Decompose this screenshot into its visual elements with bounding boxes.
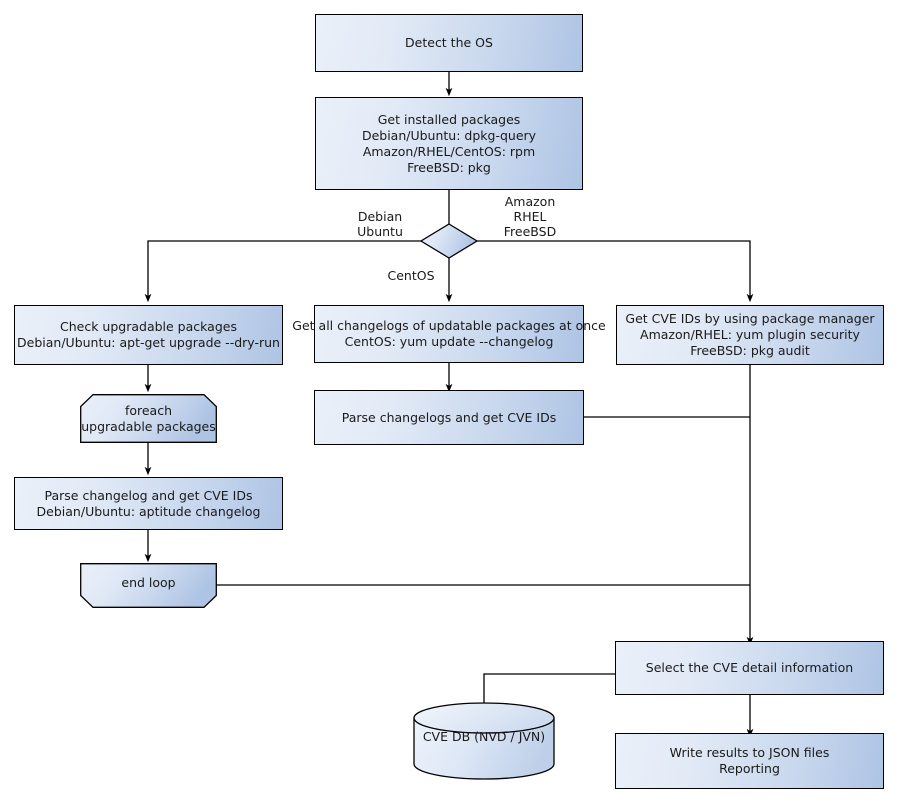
line-2: Debian/Ubuntu: dpkg-query bbox=[361, 127, 537, 143]
line-2: upgradable packages bbox=[81, 418, 216, 434]
foreach-lines: foreach upgradable packages bbox=[81, 403, 216, 435]
line-2: Debian/Ubuntu: aptitude changelog bbox=[36, 503, 261, 519]
line-2: Reporting bbox=[719, 761, 780, 776]
node-foreach-loop-start[interactable]: foreach upgradable packages bbox=[80, 394, 217, 443]
foreach-loop-shape bbox=[80, 394, 217, 443]
node-write-results-text: Write results to JSON files Reporting bbox=[668, 745, 832, 777]
node-foreach-loop-text: foreach upgradable packages bbox=[80, 394, 217, 443]
node-detect-the-os-label: Detect the OS bbox=[405, 35, 493, 50]
node-end-loop[interactable]: end loop bbox=[80, 563, 217, 608]
line-1: Check upgradable packages bbox=[60, 319, 237, 334]
line-2: CentOS: yum update --changelog bbox=[344, 334, 554, 349]
node-write-results-reporting[interactable]: Write results to JSON files Reporting bbox=[615, 733, 884, 789]
node-get-cve-ids-package-manager[interactable]: Get CVE IDs by using package manager Ama… bbox=[616, 305, 884, 365]
line-4: FreeBSD: pkg bbox=[407, 159, 491, 175]
line-2: Amazon/RHEL: yum plugin security bbox=[640, 327, 860, 342]
edge-label-centos: CentOS bbox=[387, 268, 435, 283]
node-select-cve-detail-label: Select the CVE detail information bbox=[645, 660, 854, 675]
node-parse-changelog-debian-text: Parse changelog and get CVE IDs Debian/U… bbox=[35, 488, 263, 520]
node-get-all-changelogs-text: Get all changelogs of updatable packages… bbox=[290, 318, 607, 350]
node-check-upgradable-packages[interactable]: Check upgradable packages Debian/Ubuntu:… bbox=[14, 305, 283, 365]
node-check-upgradable-packages-text: Check upgradable packages Debian/Ubuntu:… bbox=[15, 319, 282, 351]
node-cve-db-label: CVE DB (NVD / JVN) bbox=[422, 729, 546, 744]
line-1: Get installed packages bbox=[377, 111, 521, 127]
node-select-cve-detail-information[interactable]: Select the CVE detail information bbox=[615, 641, 884, 695]
node-get-installed-packages[interactable]: Get installed packages Debian/Ubuntu: dp… bbox=[315, 97, 583, 190]
node-end-loop-label: end loop bbox=[121, 575, 176, 590]
line-3: FreeBSD: pkg audit bbox=[690, 343, 810, 358]
decision-diamond bbox=[419, 223, 479, 259]
line-1: foreach bbox=[124, 402, 173, 418]
line-1: Get all changelogs of updatable packages… bbox=[292, 318, 606, 333]
edge-decision-to-cve-pkgmgr bbox=[477, 240, 754, 303]
line-1: Get CVE IDs by using package manager bbox=[625, 311, 875, 326]
edge-select-to-cvedb bbox=[483, 673, 615, 713]
node-get-cve-ids-package-manager-text: Get CVE IDs by using package manager Ama… bbox=[623, 311, 876, 359]
node-parse-changelog-debian[interactable]: Parse changelog and get CVE IDs Debian/U… bbox=[14, 477, 283, 530]
line-1: Write results to JSON files bbox=[669, 745, 830, 760]
node-parse-changelogs-centos[interactable]: Parse changelogs and get CVE IDs bbox=[314, 390, 584, 445]
line-2: Debian/Ubuntu: apt-get upgrade --dry-run bbox=[17, 335, 280, 350]
node-get-installed-packages-text: Get installed packages Debian/Ubuntu: dp… bbox=[360, 112, 538, 176]
line-1: Parse changelog and get CVE IDs bbox=[44, 487, 253, 503]
node-parse-changelogs-centos-label: Parse changelogs and get CVE IDs bbox=[341, 409, 557, 425]
node-get-all-changelogs[interactable]: Get all changelogs of updatable packages… bbox=[292, 305, 606, 363]
end-loop-shape bbox=[80, 563, 217, 608]
line-3: Amazon/RHEL/CentOS: rpm bbox=[362, 143, 536, 159]
node-detect-the-os[interactable]: Detect the OS bbox=[315, 14, 583, 72]
node-end-loop-text: end loop bbox=[80, 563, 217, 603]
